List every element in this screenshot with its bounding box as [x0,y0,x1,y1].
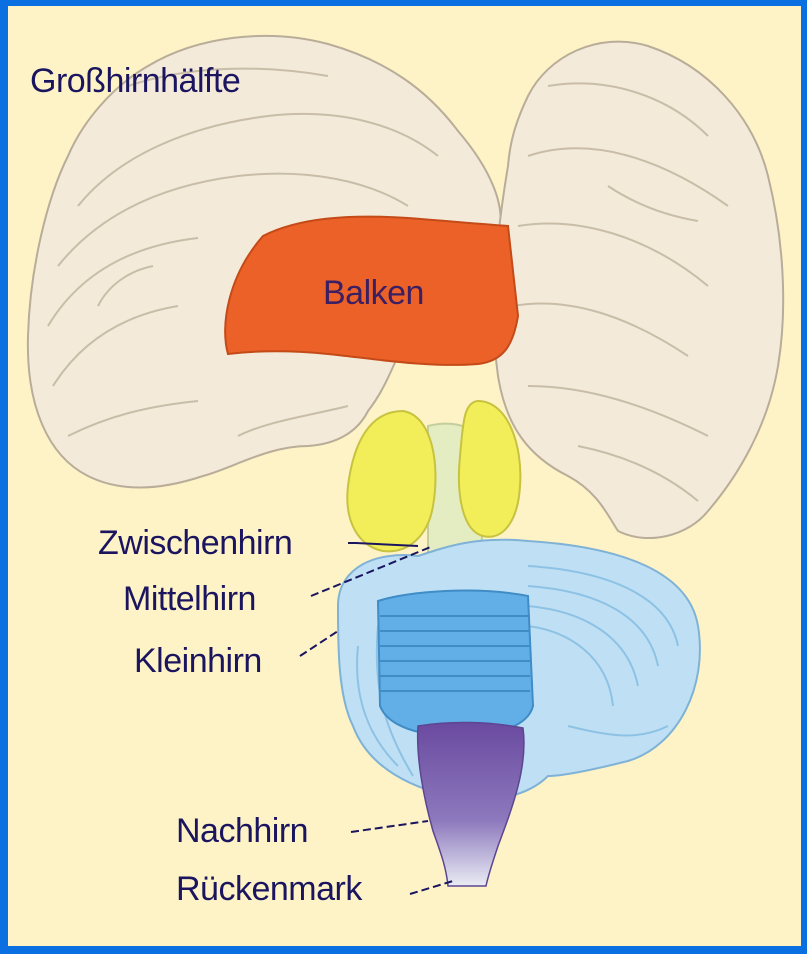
medulla [418,722,524,886]
label-grosshirnhaelfte: Großhirnhälfte [30,62,240,101]
label-rueckenmark: Rückenmark [176,870,362,909]
diagram-frame: Großhirnhälfte Balken Zwischenhirn Mitte… [8,6,801,946]
label-kleinhirn: Kleinhirn [134,642,262,681]
label-mittelhirn: Mittelhirn [123,580,256,619]
pointer-nachhirn [351,821,428,832]
label-zwischenhirn: Zwischenhirn [98,524,292,563]
pointer-kleinhirn [300,631,338,656]
cerebellum-core [378,591,533,736]
diencephalon-left [347,411,435,551]
label-balken: Balken [323,274,424,313]
pointer-rueckenmark [410,881,453,894]
brain-illustration [8,6,801,946]
label-nachhirn: Nachhirn [176,812,308,851]
